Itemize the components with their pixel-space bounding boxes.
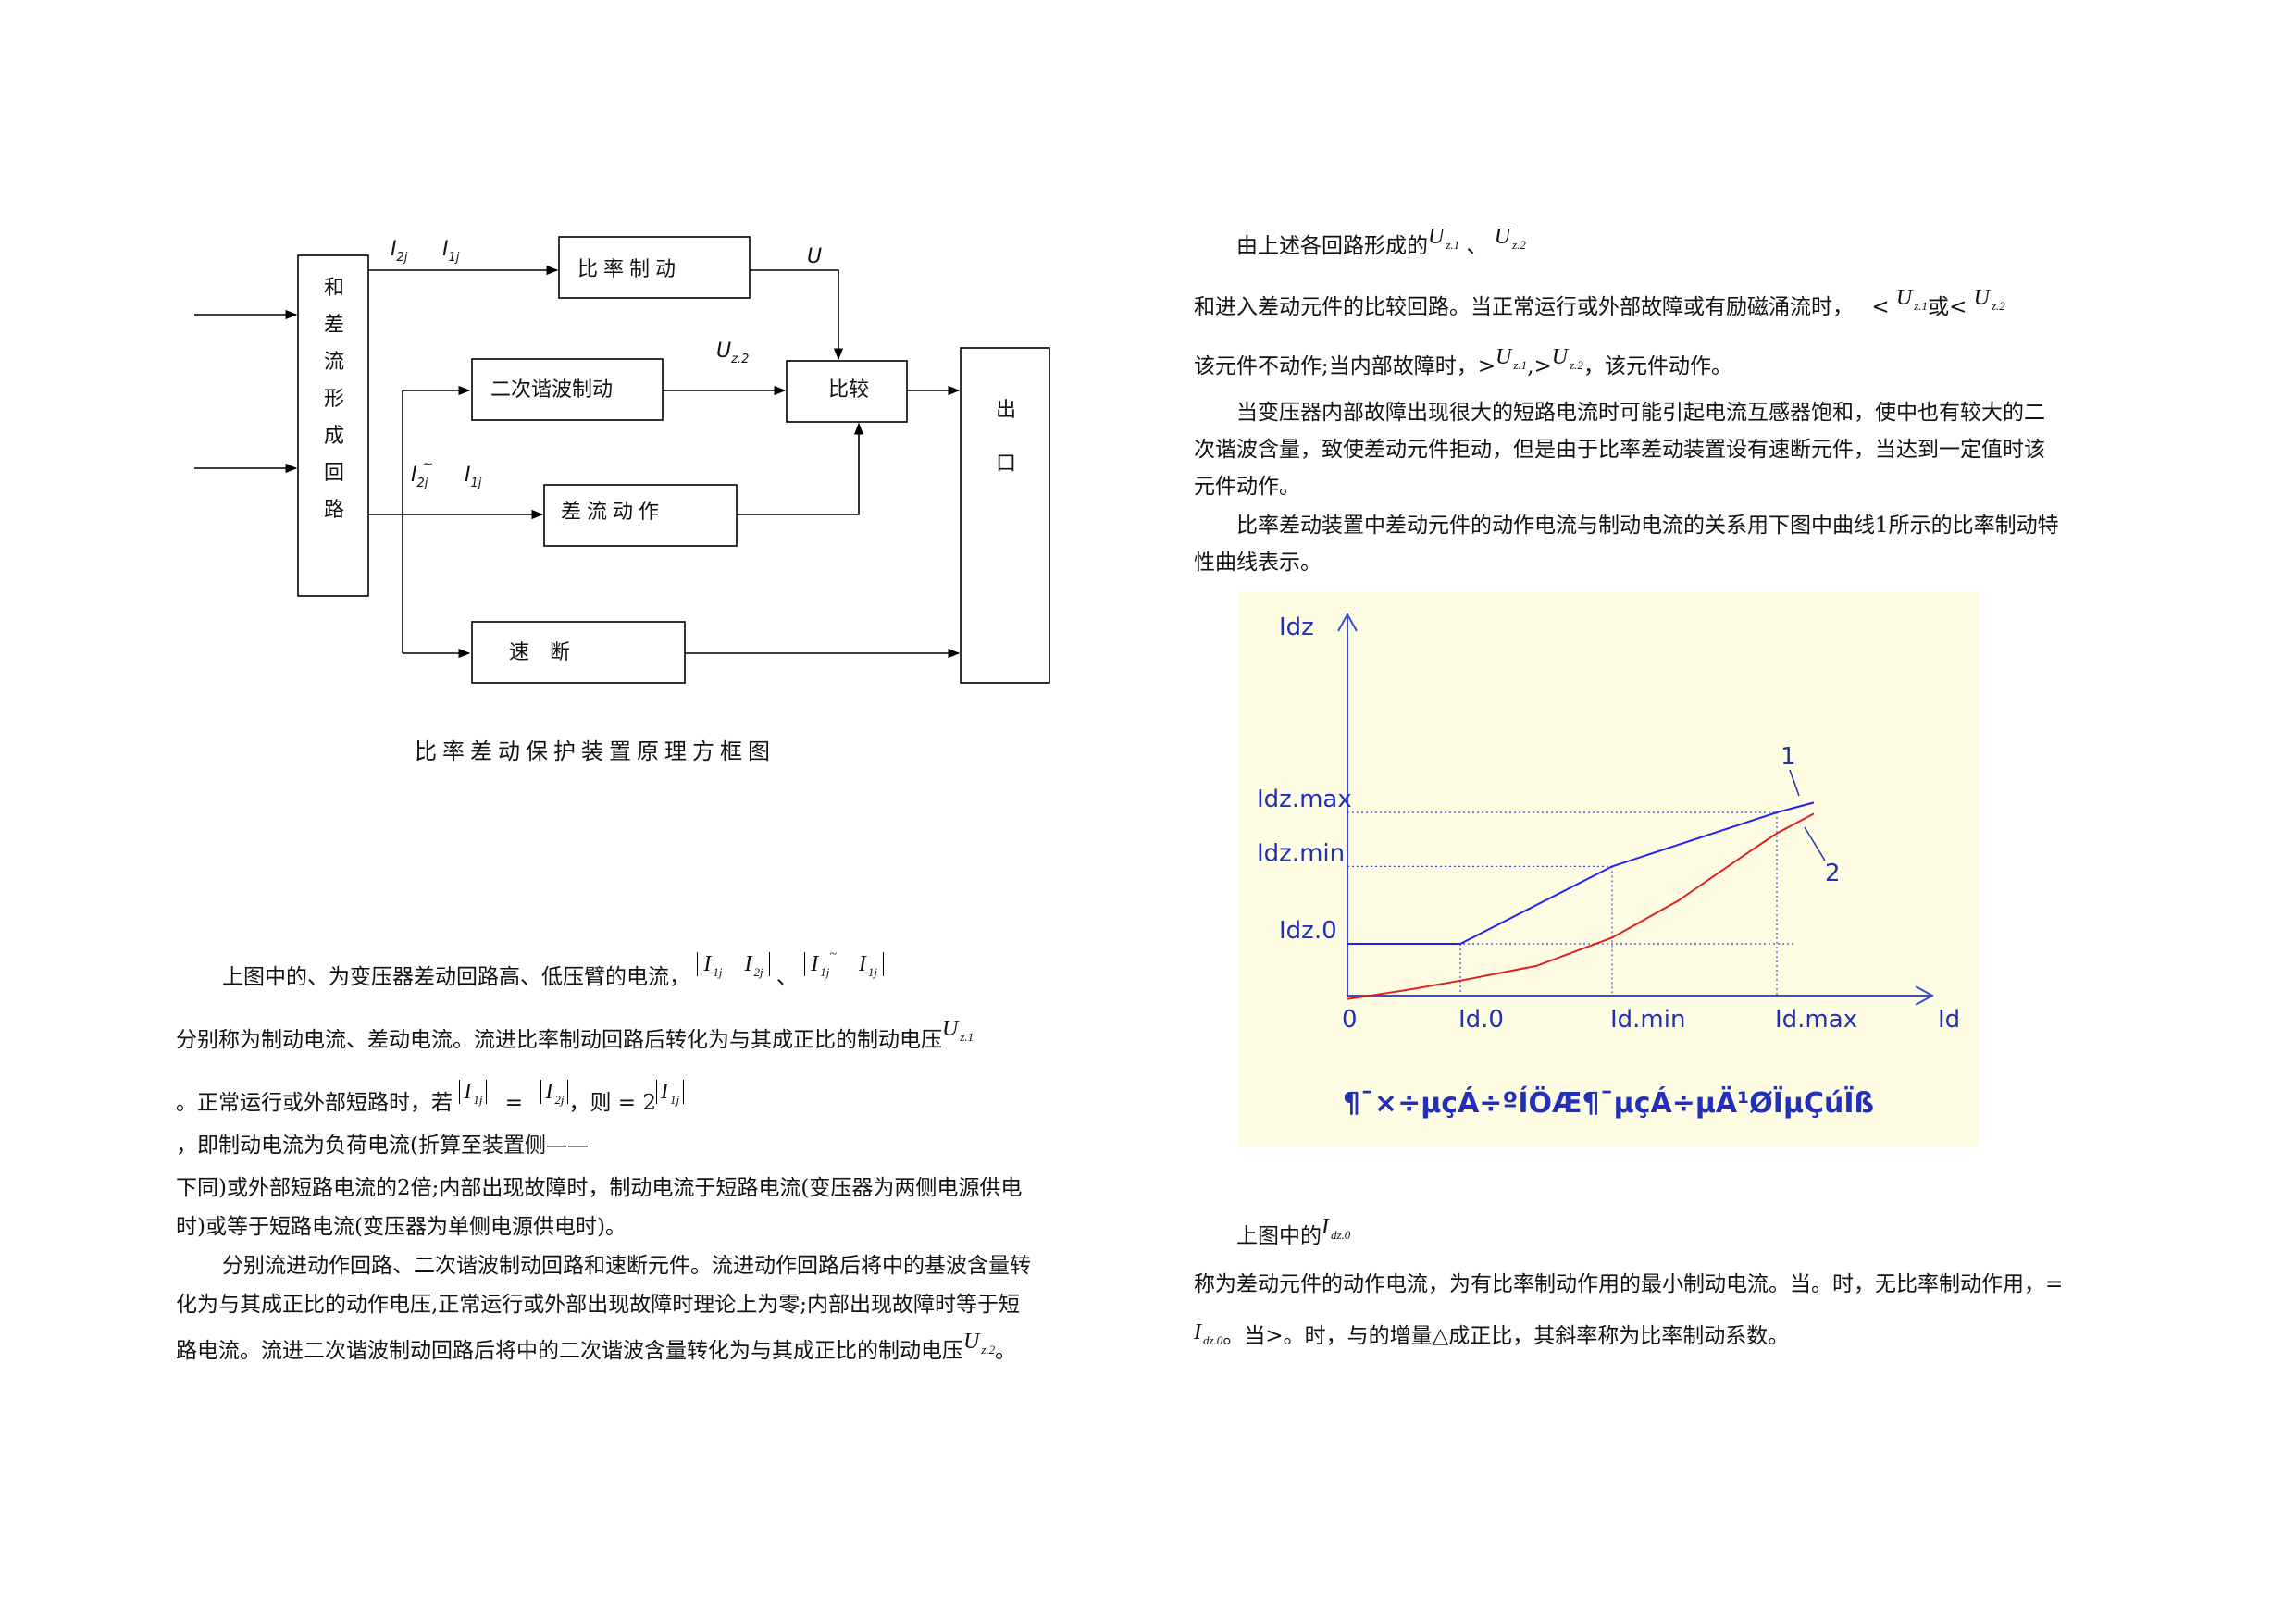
- left-p4: ，即制动电流为负荷电流(折算至装置侧——: [176, 1134, 589, 1158]
- left-p7: 分别流进动作回路、二次谐波制动回路和速断元件。流进动作回路后将中的基波含量转: [222, 1254, 1031, 1278]
- label-bilv-zhidong: 比率制动: [577, 258, 681, 281]
- left-p1-text: 上图中的、为变压器差动回路高、低压臂的电流，: [222, 965, 690, 989]
- erci-xiebo-box: [471, 358, 664, 421]
- left-p8: 化为与其成正比的动作电压,正常运行或外部出现故障时理论上为零;内部出现故障时等于…: [176, 1293, 1021, 1317]
- sig-i1j: I1j: [442, 238, 460, 265]
- y-tick-2: Idz.max: [1257, 786, 1352, 813]
- bijiao-box: [786, 360, 908, 423]
- chukou-box: [960, 347, 1050, 684]
- sep: 、: [776, 965, 798, 989]
- right-r7: 比率差动装置中差动元件的动作电流与制动电流的关系用下图中曲线1所示的比率制动特: [1236, 514, 2059, 538]
- he-cha-liu-box: [297, 254, 369, 597]
- label-he-cha-liu: 和差流形成回路: [324, 277, 344, 522]
- series-label-1: 1: [1781, 743, 1796, 771]
- right-r8: 性曲线表示。: [1194, 551, 1322, 575]
- label-erci-xiebo: 二次谐波制动: [490, 378, 613, 402]
- chart-background: [1238, 592, 1979, 1147]
- block-diagram: 和差流形成回路 比率制动 二次谐波制动 比较 差流动作 速 断 出口 I2j I…: [194, 236, 1050, 684]
- sudu-duan-box: [471, 621, 686, 684]
- label-sudu-duan: 速 断: [509, 641, 570, 664]
- y-axis-label: Idz: [1279, 613, 1314, 641]
- x-tick-3: Id.max: [1775, 1006, 1857, 1034]
- y-axis-arrow: [1337, 612, 1358, 632]
- series-1-line: [1347, 801, 1815, 945]
- diagram-caption: 比率差动保护装置原理方框图: [415, 738, 776, 764]
- label-chukou: 出口: [996, 399, 1016, 476]
- right-r6: 元件动作。: [1194, 475, 1300, 499]
- right-r4: 当变压器内部故障出现很大的短路电流时可能引起电流互感器饱和，使中也有较大的二: [1236, 401, 2045, 425]
- sig-u-top: U: [807, 245, 822, 268]
- sig-i1j-b: I1j: [465, 464, 482, 490]
- sig-i2j: I2j: [391, 238, 408, 265]
- sig-uz2: Uz.2: [716, 340, 749, 366]
- series-label-2: 2: [1825, 860, 1841, 887]
- chart-title: ¶¯×÷µçÁ÷ºÍÖÆ¶¯µçÁ÷µÄ¹ØÏµÇúÏß: [1343, 1085, 1874, 1120]
- ratio-brake-chart: 0 Id.0 Id.min Id.max Idz.0 Idz.min Idz.max IdzI…: [1238, 592, 1979, 1147]
- bilv-zhidong-box: [558, 236, 751, 299]
- x-tick-2: Id.min: [1610, 1006, 1685, 1034]
- y-tick-0: Idz.0: [1279, 917, 1337, 945]
- label-chadong-dongzuo: 差流动作: [561, 501, 664, 524]
- right-r5: 次谐波含量，致使差动元件拒动，但是由于比率差动装置设有速断元件，当达到一定值时该: [1194, 438, 2045, 462]
- x-axis-arrow: [1915, 985, 1935, 1006]
- left-p6: 时)或等于短路电流(变压器为单侧电源供电时)。: [176, 1215, 627, 1239]
- series-label-1-leader: [1789, 769, 1800, 797]
- sig-i2j-b: I2j~: [411, 457, 433, 490]
- label-bijiao: 比较: [828, 378, 869, 402]
- chadong-dongzuo-box: [543, 484, 738, 547]
- right-r10: 称为差动元件的动作电流，为有比率制动作用的最小制动电流。当。时，无比率制动作用，…: [1194, 1272, 2064, 1296]
- x-tick-0: 0: [1342, 1006, 1358, 1034]
- left-p5: 下同)或外部短路电流的2倍;内部出现故障时，制动电流于短路电流(变压器为两侧电源…: [176, 1176, 1023, 1200]
- series-2-line: [1347, 812, 1815, 1000]
- series-label-2-leader: [1804, 826, 1826, 861]
- y-tick-1: Idz.min: [1257, 839, 1345, 867]
- x-tick-1: Id.0: [1458, 1006, 1504, 1034]
- x-axis-label: Id: [1938, 1006, 1960, 1034]
